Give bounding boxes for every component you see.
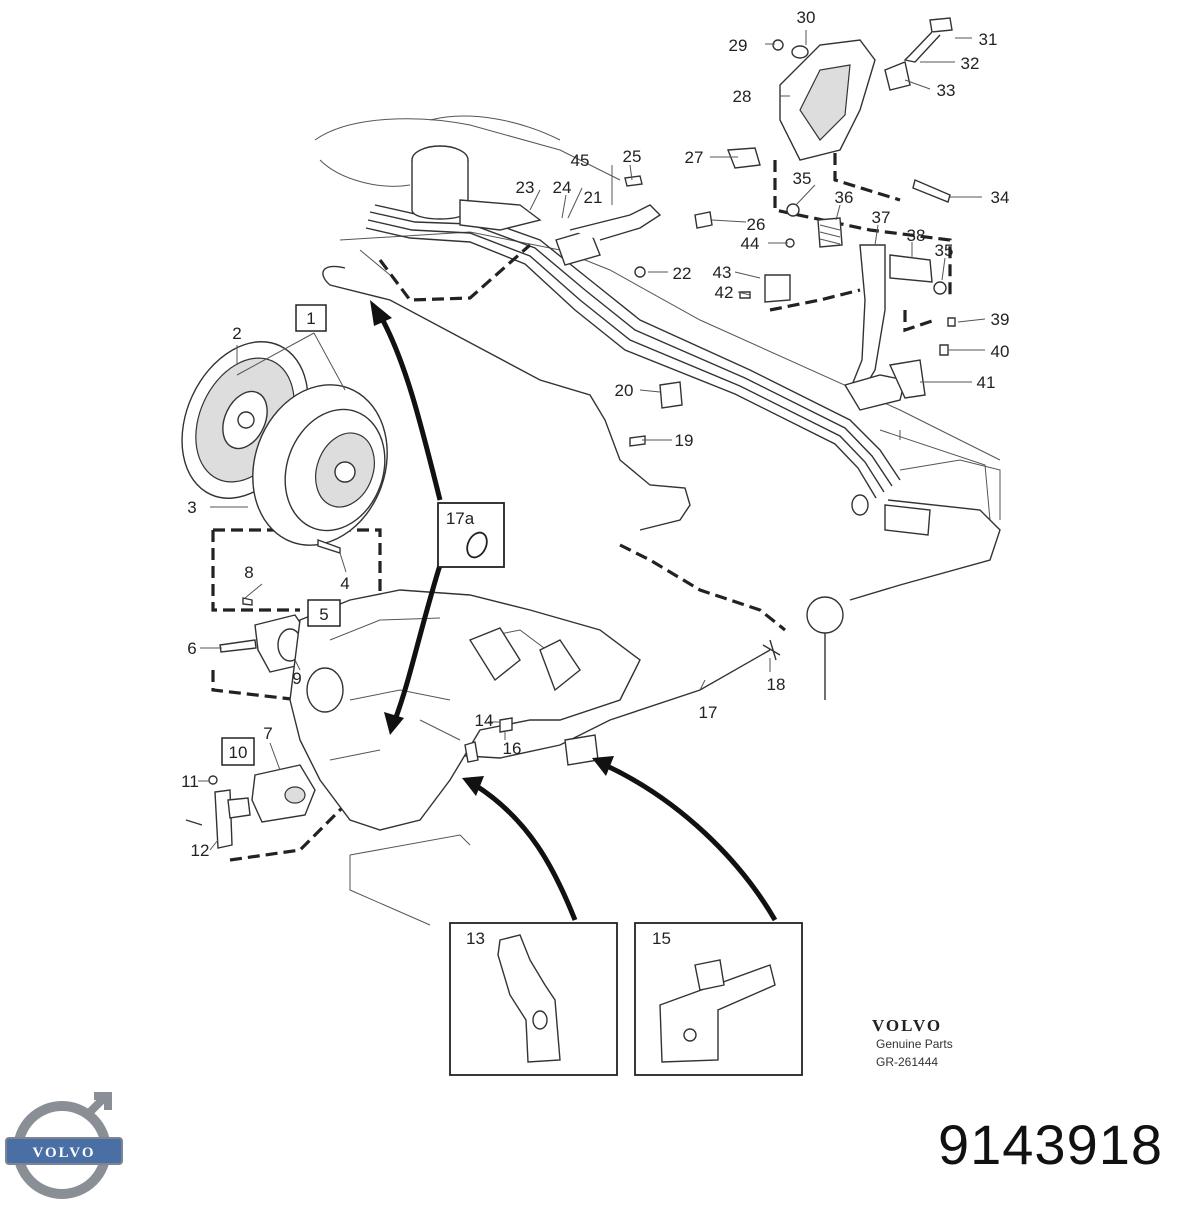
logo-wordmark: VOLVO [32,1145,95,1161]
callout-21: 21 [584,188,603,207]
callout-31: 31 [979,30,998,49]
callout-5: 5 [319,605,328,624]
slave-cylinder-bracket-part [251,764,316,823]
reference-arrows [370,300,778,922]
callout-30: 30 [797,8,816,27]
volvo-iron-mark-icon: VOLVO [5,1092,123,1199]
gearbox-housing-part [289,589,641,831]
pressure-plate-part [252,384,388,546]
inset-15-label: 15 [652,929,671,948]
callout-22: 22 [673,264,692,283]
callout-44: 44 [741,234,760,253]
callout-11: 11 [181,772,199,791]
callout-26: 26 [747,215,766,234]
inset-15: 15 [634,922,803,1076]
callout-25: 25 [623,147,642,166]
reservoir-bracket-part [564,494,931,766]
callout-40: 40 [991,342,1010,361]
callout-10: 10 [229,743,248,762]
brand-name: VOLVO [872,1016,943,1035]
callout-45: 45 [571,151,590,170]
callout-36: 36 [835,188,854,207]
callout-9: 9 [292,669,301,688]
reference-code: GR-261444 [876,1055,939,1069]
pedal-box-part [727,17,953,169]
callout-38: 38 [907,226,926,245]
callout-35-lower: 35 [935,241,954,260]
callout-42: 42 [715,283,734,302]
callout-28: 28 [733,87,752,106]
callout-35-upper: 35 [793,169,812,188]
callout-18: 18 [767,675,786,694]
callout-17: 17 [699,703,718,722]
part-number: 9143918 [938,1113,1164,1176]
callout-33: 33 [937,81,956,100]
callout-3: 3 [187,498,196,517]
callout-4: 4 [340,574,349,593]
fastener-parts [464,175,956,763]
callout-29: 29 [729,36,748,55]
slave-cylinder-part [185,775,251,849]
callout-2: 2 [232,324,241,343]
callout-27: 27 [685,148,704,167]
callout-39: 39 [991,310,1010,329]
callout-20: 20 [615,381,634,400]
inset-13-label: 13 [466,929,485,948]
callout-34: 34 [991,188,1010,207]
callout-17a: 17a [446,509,475,528]
callout-labels: 1 2 3 4 5 6 7 8 9 10 11 12 14 16 17 17a … [181,8,1009,860]
callout-41: 41 [977,373,996,392]
callout-43: 43 [713,263,732,282]
callout-6: 6 [187,639,196,658]
clutch-pipe [322,265,781,759]
callout-37: 37 [872,208,891,227]
brand-subtitle: Genuine Parts [876,1037,953,1051]
callout-19: 19 [675,431,694,450]
clutch-pedal-part [785,179,951,411]
inset-13: 13 [449,922,618,1076]
callout-14: 14 [475,711,494,730]
callout-16: 16 [503,739,522,758]
callout-24: 24 [553,178,572,197]
callout-32: 32 [961,54,980,73]
callout-23: 23 [516,178,535,197]
vehicle-body-outline [314,115,1001,926]
callout-12: 12 [191,841,210,860]
callout-8: 8 [244,563,253,582]
o-ring-symbol [466,531,488,559]
callout-1: 1 [306,309,315,328]
master-cylinder-part [411,145,662,266]
leader-lines [198,30,986,851]
callout-7: 7 [263,724,272,743]
